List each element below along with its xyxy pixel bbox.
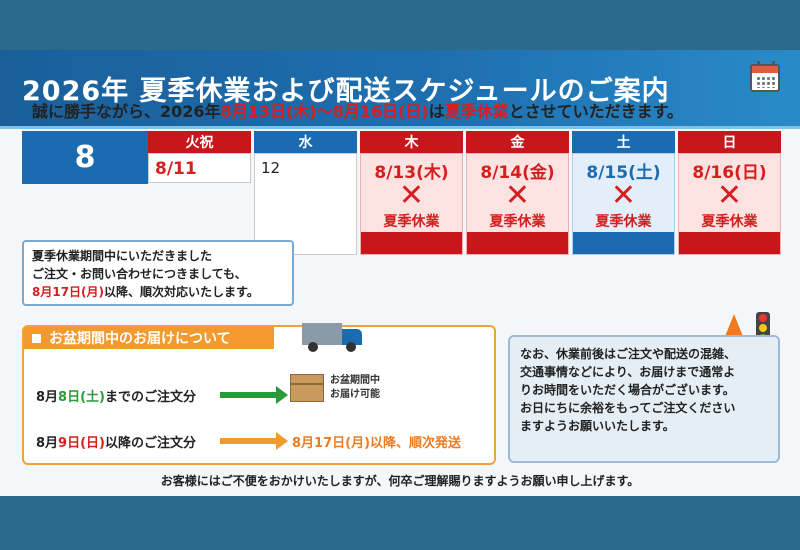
day-column-fri: 金 8/14(金) ✕ 夏季休業 (466, 131, 569, 255)
holiday-label: 夏季休業 (595, 214, 652, 230)
holiday-strip (573, 232, 674, 254)
holiday-label: 夏季休業 (701, 214, 758, 230)
congestion-line: お日にちに余裕をもってご注文ください (520, 401, 736, 415)
day-date: 8/13(木) (374, 163, 449, 183)
holiday-range: 8月13日(木)～8月16日(日) (220, 102, 429, 121)
inquiry-notice: 夏季休業期間中にいただきました ご注文・お問い合わせにつきましても、 8月17日… (22, 240, 294, 306)
footer-message: お客様にはご不便をおかけいたしますが、何卒ご理解賜りますようお願い申し上げます。 (160, 474, 640, 488)
calendar-month: 8 (22, 131, 148, 184)
holiday-strip (467, 232, 568, 254)
order-cutoff-before: 8月8日(土)までのご注文分 (36, 386, 196, 405)
cutoff-text: までのご注文分 (104, 390, 196, 405)
day-date: 8/14(金) (480, 163, 555, 183)
closed-x-icon: ✕ (504, 178, 531, 213)
day-header: 水 (254, 131, 357, 153)
closed-x-icon: ✕ (610, 178, 637, 213)
announcement-suffix: とさせていただきます。 (508, 102, 684, 121)
cutoff-date: 9日(日) (58, 436, 105, 451)
congestion-line: なお、休業前後はご注文や配送の混雑、 (520, 347, 737, 361)
congestion-notice: なお、休業前後はご注文や配送の混雑、 交通事情などにより、お届けまで通常よ りお… (508, 335, 780, 463)
announcement-mid: は (428, 102, 445, 121)
day-date: 8/11 (155, 159, 197, 179)
holiday-announcement: 誠に勝手ながら、2026年8月13日(木)～8月16日(日)は夏季休業とさせてい… (32, 98, 683, 122)
day-header: 木 (360, 131, 463, 153)
arrow-right-icon (220, 386, 288, 404)
notice-line: 夏季休業期間中にいただきました (32, 249, 213, 263)
package-icon (290, 374, 324, 402)
day-date: 12 (261, 159, 281, 177)
day-column-sun: 日 8/16(日) ✕ 夏季休業 (678, 131, 781, 255)
holiday-label: 夏季休業 (383, 214, 440, 230)
congestion-line: りお時間をいただく場合がございます。 (520, 383, 735, 397)
holiday-label: 夏季休業 (489, 214, 546, 230)
announcement-prefix: 誠に勝手ながら、2026年 (32, 102, 221, 121)
day-column-thu: 木 8/13(木) ✕ 夏季休業 (360, 131, 463, 255)
cutoff-month: 8月 (36, 436, 59, 451)
order-cutoff-after: 8月9日(日)以降のご注文分 (36, 432, 196, 451)
page-title: 2026年 夏季休業および配送スケジュールのご案内 (22, 75, 670, 107)
notice-line: 8月17日(月)以降、順次対応いたします。 (32, 283, 284, 301)
day-header: 火祝 (148, 131, 251, 153)
obon-header-label: お盆期間中のお届けについて (49, 331, 231, 347)
arrow-right-icon (220, 432, 288, 450)
holiday-strip (679, 232, 780, 254)
day-header: 土 (572, 131, 675, 153)
congestion-line: ますようお願いいたします。 (520, 419, 675, 433)
shipping-resume-label: 8月17日(月)以降、順次発送 (292, 436, 462, 451)
holiday-term: 夏季休業 (444, 102, 509, 121)
day-column-wed: 水 12 (254, 131, 357, 255)
day-header: 金 (466, 131, 569, 153)
banner-divider (0, 126, 800, 129)
cutoff-month: 8月 (36, 390, 59, 405)
day-column-sat: 土 8/15(土) ✕ 夏季休業 (572, 131, 675, 255)
congestion-line: 交通事情などにより、お届けまで通常よ (520, 365, 736, 379)
calendar-icon (750, 61, 780, 92)
day-date: 8/16(日) (692, 163, 767, 183)
closed-x-icon: ✕ (398, 178, 425, 213)
cutoff-text: 以降のご注文分 (104, 436, 196, 451)
closed-x-icon: ✕ (716, 178, 743, 213)
square-bullet-icon (32, 333, 41, 343)
cutoff-date: 8日(土) (58, 390, 105, 405)
title-banner: 2026年 夏季休業および配送スケジュールのご案内 (0, 50, 800, 126)
day-column-tue: 火祝 8/11 (148, 131, 251, 255)
holiday-strip (361, 232, 462, 254)
delivery-available-label: お盆期間中 お届け可能 (330, 375, 380, 400)
day-date: 8/15(土) (586, 163, 661, 183)
delivery-truck-icon (302, 321, 366, 353)
resume-date: 8月17日(月) (32, 285, 105, 299)
obon-header: お盆期間中のお届けについて (24, 327, 274, 349)
holiday-calendar: 8 火祝 8/11 水 12 木 8/13(木) ✕ 夏季休業 金 8/14(金… (22, 131, 782, 255)
notice-line: ご注文・お問い合わせにつきましても、 (32, 267, 247, 281)
notice-line-rest: 以降、順次対応いたします。 (104, 285, 259, 299)
day-header: 日 (678, 131, 781, 153)
